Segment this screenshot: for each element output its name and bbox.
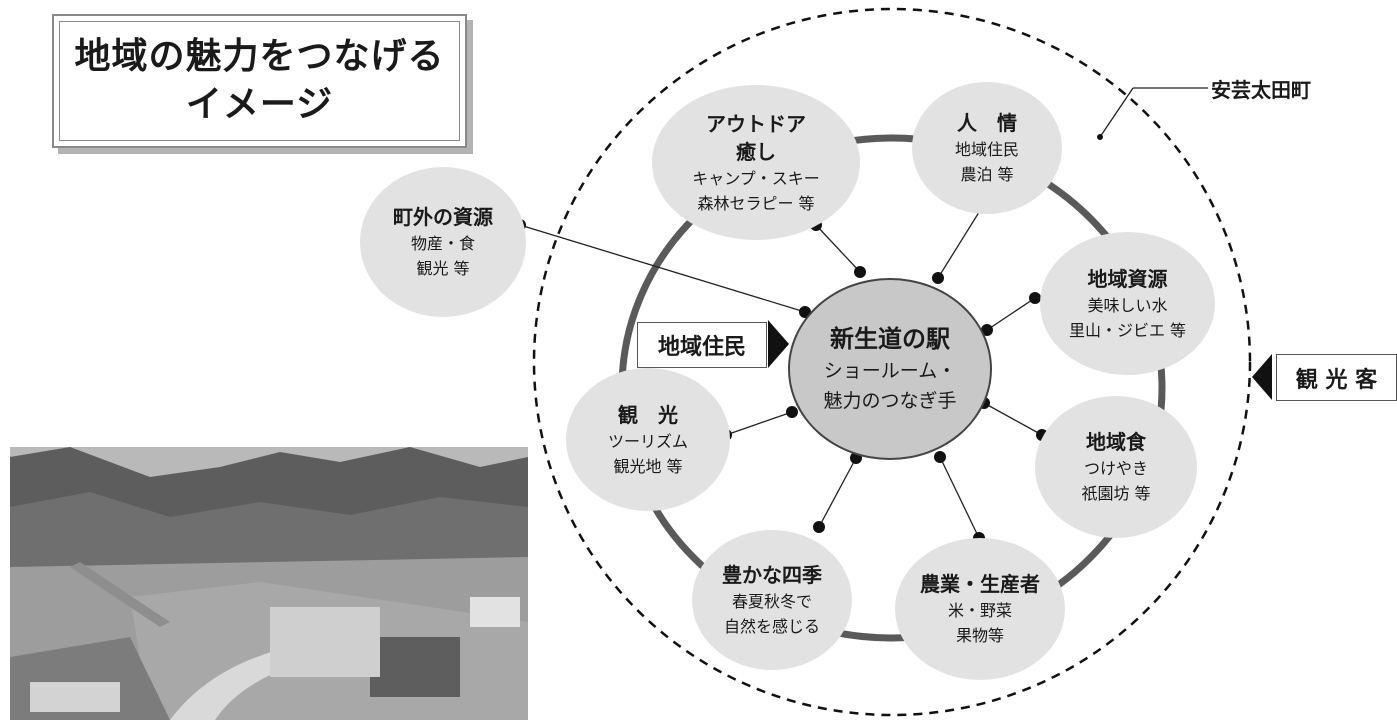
aerial-town-photo [10, 447, 528, 720]
ninjo-line-1: 地域住民 [954, 140, 1019, 159]
ninjo-line-2: 農泊 等 [960, 165, 1014, 184]
title-inner-frame: 地域の魅力をつなげる イメージ [59, 21, 460, 141]
spoke-resources [986, 297, 1036, 331]
title-box: 地域の魅力をつなげる イメージ [52, 14, 467, 148]
seasons-bubble: 豊かな四季 春夏秋冬で 自然を感じる [692, 530, 852, 670]
outdoor-line-2: 森林セラピー 等 [697, 193, 815, 213]
town-label: 安芸太田町 [1211, 78, 1311, 102]
dot-outdoor-center [854, 266, 866, 278]
dot-ninjo-center [932, 272, 944, 284]
dot-resources [1029, 292, 1041, 304]
kanko-line-1: ツーリズム [607, 431, 688, 451]
kanko-line-2: 観光地 等 [613, 456, 683, 476]
food-line-2: 祇園坊 等 [1081, 484, 1151, 503]
resources-line-2: 里山・ジビエ 等 [1068, 320, 1187, 340]
dot-town-label [1097, 134, 1103, 140]
outside-line-1: 物産・食 [410, 234, 475, 253]
aerial-photo-illustration [10, 447, 528, 720]
food-title: 地域食 [1086, 430, 1146, 454]
spoke-kanko [725, 411, 793, 436]
agriculture-bubble: 農業・生産者 米・野菜 果物等 [895, 538, 1065, 680]
dot-agriculture-center [934, 451, 946, 463]
town-boundary-circle [532, 7, 1252, 717]
outside-title: 町外の資源 [393, 205, 493, 229]
spoke-outdoor [815, 224, 861, 273]
spoke-agriculture [939, 456, 980, 539]
food-bubble: 地域食 つけやき 祇園坊 等 [1035, 396, 1197, 538]
center-line-1: ショールーム・ [823, 360, 957, 382]
kanko-bubble: 観 光 ツーリズム 観光地 等 [566, 368, 730, 511]
dot-seasons [813, 521, 825, 533]
title-line-1: 地域の魅力をつなげる [74, 36, 445, 77]
resources-line-1: 美味しい水 [1087, 295, 1168, 315]
residents-arrow-icon [768, 320, 789, 368]
resources-title: 地域資源 [1087, 266, 1168, 291]
spoke-seasons [818, 457, 857, 528]
outdoor-title-2: 癒し [736, 139, 776, 164]
agriculture-title: 農業・生産者 [920, 572, 1040, 596]
kanko-title: 観 光 [618, 402, 678, 427]
spoke-food [983, 402, 1043, 436]
outside-line-2: 観光 等 [416, 259, 470, 278]
title-line-2: イメージ [185, 84, 334, 125]
food-line-1: つけやき [1083, 459, 1148, 478]
seasons-line-2: 自然を感じる [723, 617, 820, 636]
outdoor-line-1: キャンプ・スキー [692, 168, 820, 188]
center-line-2: 魅力のつなぎ手 [823, 390, 957, 412]
resources-bubble: 地域資源 美味しい水 里山・ジビエ 等 [1040, 232, 1215, 375]
outdoor-bubble: アウトドア 癒し キャンプ・スキー 森林セラピー 等 [652, 85, 860, 240]
outdoor-title-1: アウトドア [706, 111, 806, 136]
ninjo-bubble: 人 情 地域住民 農泊 等 [912, 82, 1062, 214]
ninjo-title: 人 情 [957, 111, 1017, 135]
seasons-line-1: 春夏秋冬で [731, 592, 812, 611]
leader-town-label [1099, 87, 1134, 138]
agriculture-line-2: 果物等 [955, 626, 1004, 645]
tourists-tag: 観 光 客 [1276, 354, 1397, 401]
seasons-title: 豊かな四季 [722, 563, 822, 587]
agriculture-line-1: 米・野菜 [947, 601, 1012, 620]
residents-tag: 地域住民 [637, 322, 767, 368]
michi-no-eki-center: 新生道の駅 ショールーム・ 魅力のつなぎ手 [788, 278, 992, 460]
dot-kanko-center [786, 406, 798, 418]
center-title: 新生道の駅 [830, 325, 950, 353]
spokes [519, 87, 1208, 539]
tourists-arrow-icon [1252, 354, 1272, 400]
outside-resources-bubble: 町外の資源 物産・食 観光 等 [360, 167, 526, 317]
spoke-ninjo [937, 200, 987, 279]
spoke-outside [519, 224, 806, 313]
